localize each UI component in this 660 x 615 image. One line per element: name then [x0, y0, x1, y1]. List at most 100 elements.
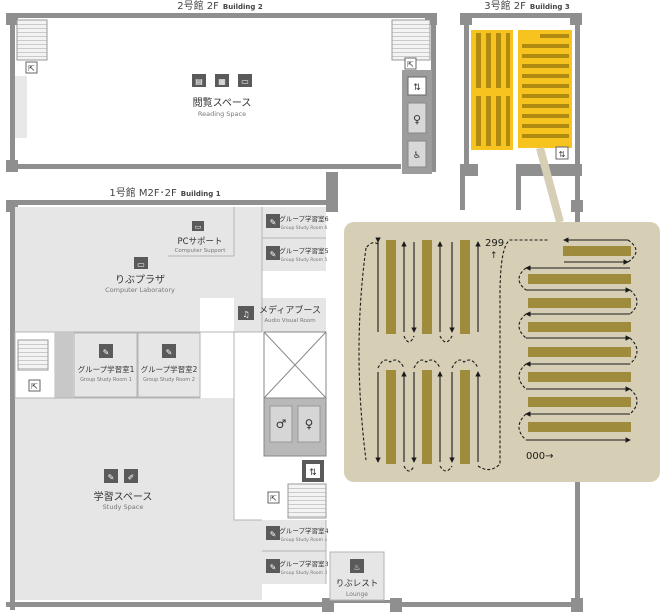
wall	[460, 164, 478, 176]
wall	[10, 164, 401, 169]
group-room-3-label-en: Group Study Room 3	[281, 570, 328, 576]
stack-area-highlight	[518, 30, 572, 148]
wall	[326, 600, 398, 603]
emergency-exit-icon	[25, 61, 38, 74]
group-study-icon	[99, 344, 113, 358]
stairs-icon	[287, 483, 327, 519]
flow-connector	[627, 239, 637, 263]
stairs-icon	[16, 19, 48, 61]
flow-connector	[365, 242, 379, 249]
library-plaza-label: りぶプラザ	[115, 274, 165, 286]
wall	[571, 598, 583, 612]
group-study-icon: ✎	[103, 348, 110, 357]
group-study-icon: ✎	[270, 563, 277, 572]
group-room-4-label-en: Group Study Room 4	[281, 537, 328, 543]
newspaper-icon: ▦	[218, 77, 226, 86]
emergency-exit-icon	[267, 491, 280, 504]
wall	[575, 18, 580, 170]
flow-connector	[439, 335, 453, 343]
group-room-6-label: グループ学習室6	[279, 214, 328, 223]
elevator-icon	[555, 146, 569, 160]
group-room-3-label: グループ学習室3	[279, 559, 328, 568]
wall	[464, 18, 469, 170]
shelf-end-arrow: ↑	[490, 251, 498, 261]
lounge-icon	[350, 559, 364, 573]
inset-shelves	[386, 240, 631, 464]
stack-shelves	[476, 33, 569, 146]
group-study-icon: ✎	[270, 218, 277, 227]
study-space-label: 学習スペース	[94, 490, 153, 503]
group-study-icon	[266, 559, 280, 573]
computer-support-icon	[192, 221, 204, 231]
media-booth-label-en: Audio Visual Room	[264, 318, 315, 324]
flow-connector	[413, 359, 441, 369]
group-study-icon: ✎	[108, 473, 115, 482]
computer-support-icon: ▭	[195, 223, 202, 231]
elevator-icon	[306, 464, 320, 478]
group-room-6-label-en: Group Study Room 6	[281, 225, 328, 231]
group-room-1	[73, 332, 138, 398]
wall	[6, 160, 18, 172]
flow-connector	[629, 289, 638, 315]
group-room-5-label-en: Group Study Room 5	[281, 257, 328, 263]
emergency-exit-icon: ⇱	[407, 60, 414, 69]
group-study-icon	[266, 214, 280, 228]
book-icon	[192, 74, 206, 87]
wall	[571, 200, 583, 212]
flow-connector	[629, 388, 638, 415]
flow-connector	[518, 267, 527, 291]
group-room-2-label: グループ学習室2	[141, 364, 198, 374]
flow-connector	[518, 363, 527, 390]
group-study-icon	[162, 344, 176, 358]
wall	[326, 172, 338, 212]
elevator-icon: ⇅	[559, 150, 566, 159]
wall	[575, 168, 580, 210]
emergency-exit-icon: ⇱	[28, 64, 35, 73]
restroom	[297, 405, 321, 443]
restroom	[407, 102, 427, 134]
emergency-exit-icon: ⇱	[31, 382, 38, 391]
wall	[431, 18, 436, 170]
computer-icon	[238, 74, 252, 87]
elevator-icon: ⇅	[309, 468, 317, 478]
pc-support-label-en: Computer Support	[175, 248, 227, 254]
shelf-order-inset: 299 ↑ 000→	[344, 222, 660, 482]
restroom-icon: ♀	[413, 113, 421, 126]
shelf-end-number: 299	[485, 238, 504, 249]
atrium	[263, 331, 327, 399]
media-booth-label: メディアブース	[259, 304, 321, 316]
flow-connector	[518, 413, 527, 441]
wall	[398, 602, 583, 607]
flow-connector	[518, 313, 527, 339]
flow-connector	[377, 359, 405, 369]
flow-connector	[403, 465, 415, 472]
wall	[6, 602, 326, 607]
group-room-4-label: グループ学習室4	[279, 526, 328, 535]
corridor	[55, 332, 73, 398]
computer-icon: ▭	[137, 260, 145, 269]
corridor	[15, 76, 27, 138]
emergency-exit-icon: ⇱	[270, 494, 277, 503]
stairs-icon	[391, 19, 431, 61]
lounge-label-en: Lounge	[346, 591, 368, 598]
audio-visual-icon	[238, 306, 254, 320]
wall	[460, 176, 465, 210]
elevator-icon: ⇅	[413, 83, 421, 93]
shelf-start-number: 000→	[526, 451, 553, 462]
group-room-2	[137, 332, 201, 398]
computer-icon	[134, 257, 148, 269]
restroom-icon: ♂	[276, 417, 287, 431]
emergency-exit-icon	[28, 379, 41, 392]
book-icon: ▤	[195, 77, 203, 86]
divider	[233, 332, 262, 521]
group-room-2-label-en: Group Study Room 2	[143, 377, 195, 383]
library-plaza-label-en: Computer Laboratory	[105, 286, 175, 294]
group-study-icon: ✎	[270, 250, 277, 259]
library-plaza-area	[15, 207, 262, 332]
restroom	[269, 405, 293, 443]
